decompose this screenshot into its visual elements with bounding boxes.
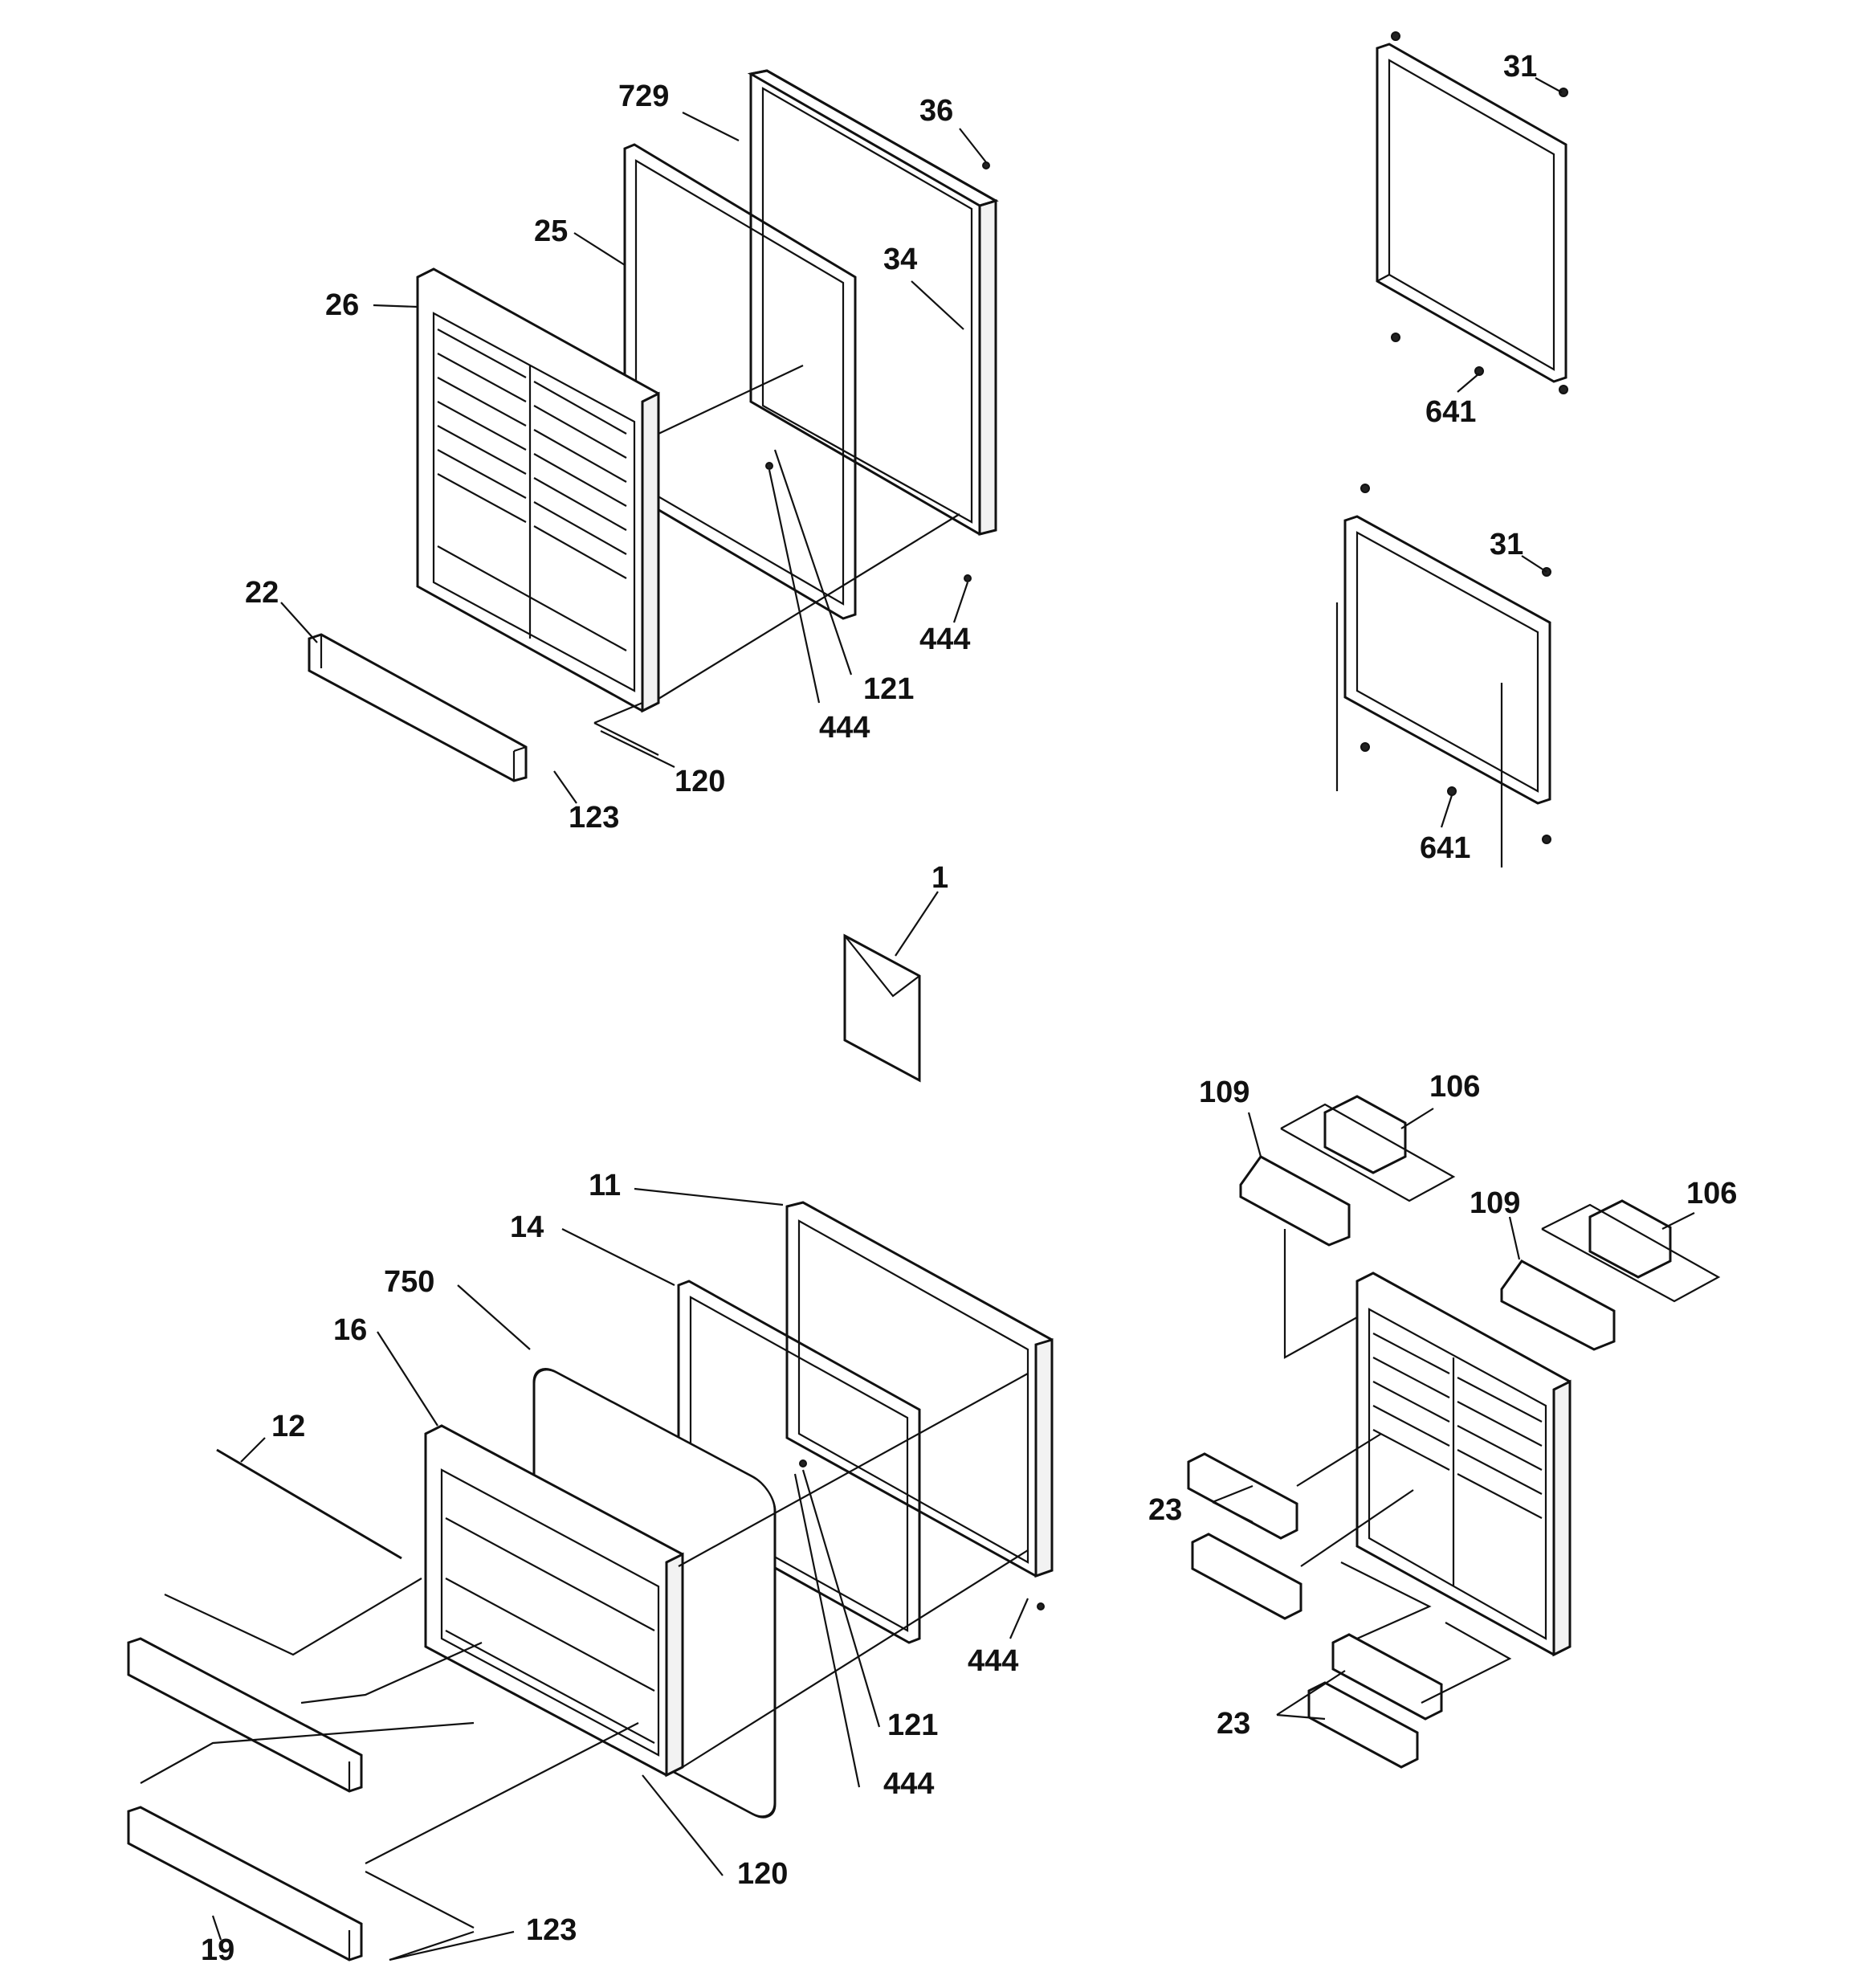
inner-door-liner	[416, 267, 660, 713]
callout-22: 22	[245, 576, 279, 610]
callout-109-lower: 109	[1470, 1186, 1520, 1220]
callout-14: 14	[510, 1210, 544, 1244]
callout-31-middle: 31	[1490, 528, 1523, 561]
callout-106-lower: 106	[1686, 1177, 1737, 1210]
callout-444-upper-center: 444	[819, 711, 870, 745]
callout-34: 34	[883, 243, 917, 276]
door-bin-23-b	[1191, 1533, 1302, 1620]
callout-25: 25	[534, 214, 568, 248]
right-inner-liner	[1355, 1272, 1572, 1657]
callout-641-upper: 641	[1425, 395, 1476, 429]
callout-11: 11	[589, 1169, 621, 1202]
middle-frame	[1335, 484, 1551, 867]
callout-12: 12	[271, 1410, 305, 1443]
shelf-bracket-upper	[1239, 1155, 1351, 1247]
upper-door-assembly	[308, 69, 999, 782]
dairy-compartment-upper	[1280, 1095, 1456, 1202]
shelf-bracket-lower	[1500, 1259, 1616, 1351]
lower-upper-bin	[127, 1637, 363, 1793]
callout-106-upper: 106	[1429, 1070, 1480, 1104]
callout-120-upper: 120	[675, 765, 725, 798]
callout-labels: 729 36 25 34 26 22 444 121 444 120 123 3…	[201, 50, 1737, 1967]
lower-outer-panel	[785, 1201, 1054, 1578]
door-bin-23-c	[1331, 1633, 1443, 1721]
leader-lines	[211, 77, 1695, 1961]
callout-26: 26	[325, 288, 359, 322]
callout-750: 750	[384, 1265, 434, 1299]
callout-120-lower: 120	[737, 1857, 788, 1891]
callout-1: 1	[932, 861, 948, 895]
callout-729: 729	[618, 80, 669, 113]
callout-16: 16	[333, 1313, 367, 1347]
callout-121-lower: 121	[887, 1708, 938, 1742]
dairy-compartment-lower	[1541, 1199, 1721, 1303]
callout-23-left: 23	[1148, 1493, 1182, 1527]
callout-19: 19	[201, 1933, 234, 1967]
door-bin	[308, 633, 528, 782]
callout-121-upper: 121	[863, 672, 914, 706]
door-bin-23-a	[1187, 1452, 1298, 1540]
outer-door-panel	[747, 69, 999, 536]
callout-444-lower-right: 444	[968, 1644, 1018, 1678]
upper-frame	[1376, 31, 1568, 394]
callout-123-upper: 123	[569, 801, 619, 835]
callout-36: 36	[919, 94, 953, 128]
lower-bottom-bin	[127, 1806, 363, 1961]
lower-door-assembly	[127, 1201, 1054, 1961]
callout-444-upper-right: 444	[919, 623, 970, 656]
callout-23-bottom: 23	[1217, 1707, 1250, 1741]
right-door-assembly	[1187, 1095, 1721, 1769]
callout-123-lower: 123	[526, 1913, 577, 1947]
callout-109-upper: 109	[1199, 1076, 1249, 1109]
callout-444-lower-center: 444	[883, 1767, 934, 1801]
callout-641-middle: 641	[1420, 831, 1470, 865]
callout-31-upper: 31	[1503, 50, 1537, 84]
owner-manual	[843, 933, 921, 1083]
